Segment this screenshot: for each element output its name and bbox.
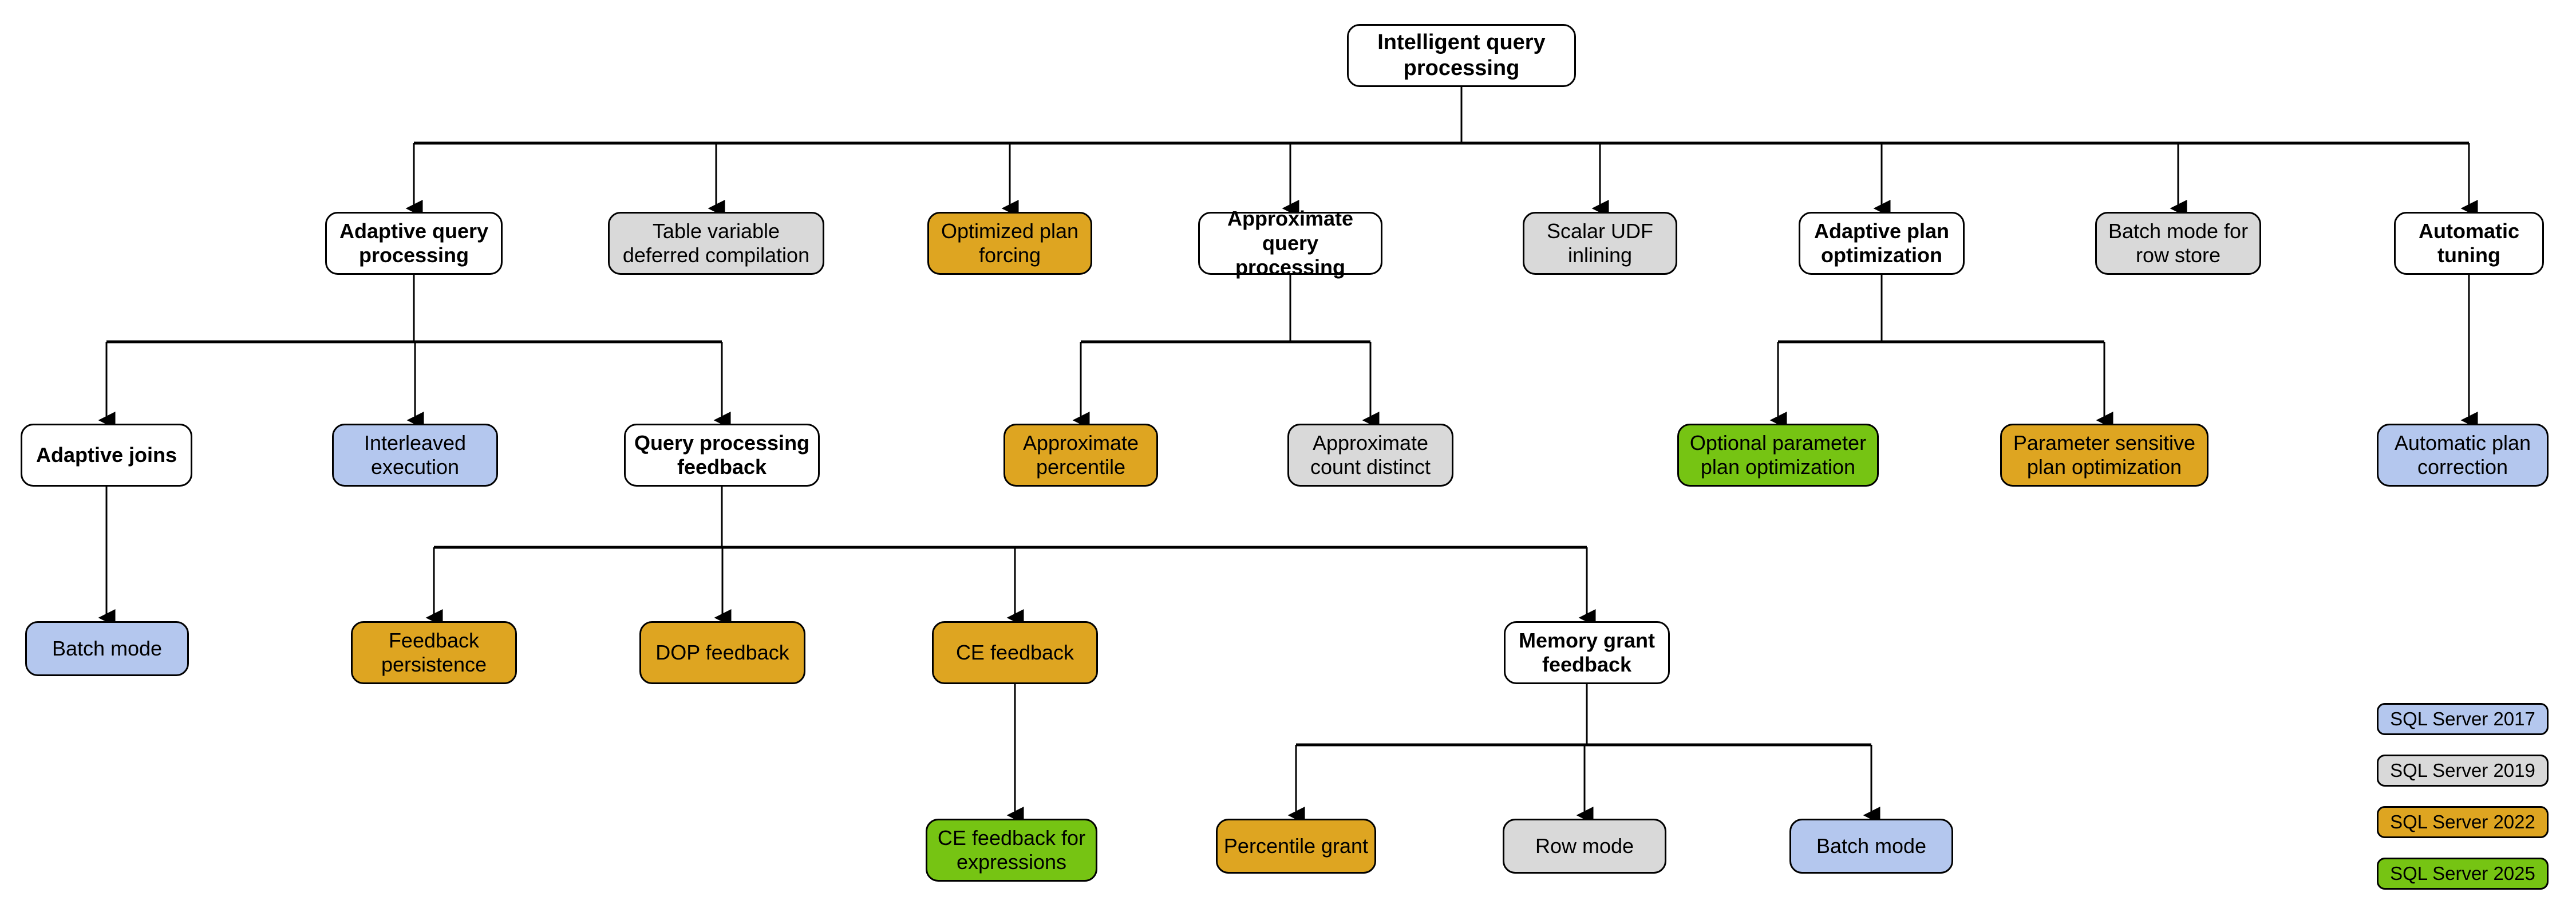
node-automatic-tuning[interactable]: Automatic tuning — [2394, 212, 2544, 275]
node-label: Row mode — [1535, 834, 1634, 858]
node-label: Parameter sensitive plan optimization — [2013, 431, 2196, 479]
node-dop-feedback[interactable]: DOP feedback — [639, 621, 805, 684]
node-label: Batch mode — [52, 636, 163, 660]
node-label: Percentile grant — [1223, 834, 1369, 858]
node-root[interactable]: Intelligent query processing — [1347, 24, 1576, 87]
node-label: Batch mode — [1816, 834, 1927, 858]
node-interleaved-execution[interactable]: Interleaved execution — [332, 424, 498, 487]
node-label: Approximate percentile — [1022, 431, 1139, 479]
node-label: Optimized plan forcing — [941, 219, 1079, 267]
legend-label: SQL Server 2019 — [2390, 760, 2535, 781]
node-label: Adaptive plan optimization — [1814, 219, 1950, 267]
node-batch-mode-adaptive-joins[interactable]: Batch mode — [25, 621, 189, 676]
node-label: Optional parameter plan optimization — [1689, 431, 1867, 479]
legend-item-sql-server-2025: SQL Server 2025 — [2377, 858, 2549, 890]
node-approximate-count-distinct[interactable]: Approximate count distinct — [1287, 424, 1453, 487]
node-optional-parameter-plan-optimization[interactable]: Optional parameter plan optimization — [1677, 424, 1879, 487]
node-label: Scalar UDF inlining — [1546, 219, 1654, 267]
node-label: Memory grant feedback — [1518, 628, 1656, 676]
node-batch-mode[interactable]: Batch mode — [1789, 819, 1953, 874]
node-automatic-plan-correction[interactable]: Automatic plan correction — [2377, 424, 2549, 487]
node-adaptive-query-processing[interactable]: Adaptive query processing — [325, 212, 503, 275]
node-query-processing-feedback[interactable]: Query processing feedback — [624, 424, 820, 487]
node-label: DOP feedback — [655, 640, 789, 664]
node-label: Approximate query processing — [1227, 207, 1354, 279]
legend-label: SQL Server 2025 — [2390, 863, 2535, 884]
node-label: Intelligent query processing — [1377, 30, 1546, 80]
node-label: Feedback persistence — [381, 628, 487, 676]
node-label: Adaptive joins — [35, 443, 177, 467]
node-label: Batch mode for row store — [2108, 219, 2249, 267]
node-label: Table variable deferred compilation — [622, 219, 810, 267]
node-label: CE feedback for expressions — [937, 826, 1086, 874]
node-label: Automatic tuning — [2418, 219, 2519, 267]
node-ce-feedback[interactable]: CE feedback — [932, 621, 1098, 684]
legend-label: SQL Server 2017 — [2390, 708, 2535, 729]
node-label: Interleaved execution — [364, 431, 467, 479]
node-label: Adaptive query processing — [339, 219, 489, 267]
node-percentile-grant[interactable]: Percentile grant — [1216, 819, 1376, 874]
node-scalar-udf-inlining[interactable]: Scalar UDF inlining — [1523, 212, 1677, 275]
node-parameter-sensitive-plan-optimization[interactable]: Parameter sensitive plan optimization — [2000, 424, 2208, 487]
node-approximate-query-processing[interactable]: Approximate query processing — [1198, 207, 1382, 279]
node-memory-grant-feedback[interactable]: Memory grant feedback — [1504, 621, 1670, 684]
legend-label: SQL Server 2022 — [2390, 811, 2535, 832]
node-adaptive-joins[interactable]: Adaptive joins — [21, 424, 192, 487]
node-table-variable-deferred-compilation[interactable]: Table variable deferred compilation — [608, 212, 824, 275]
node-ce-feedback-for-expressions[interactable]: CE feedback for expressions — [926, 819, 1097, 882]
node-batch-mode-for-row-store[interactable]: Batch mode for row store — [2095, 212, 2261, 275]
node-optimized-plan-forcing[interactable]: Optimized plan forcing — [927, 212, 1092, 275]
node-adaptive-plan-optimization[interactable]: Adaptive plan optimization — [1799, 212, 1965, 275]
node-label: Approximate count distinct — [1310, 431, 1431, 479]
node-row-mode[interactable]: Row mode — [1503, 819, 1666, 874]
node-feedback-persistence[interactable]: Feedback persistence — [351, 621, 517, 684]
node-label: Automatic plan correction — [2394, 431, 2531, 479]
node-label: CE feedback — [955, 640, 1074, 664]
node-approximate-percentile[interactable]: Approximate percentile — [1003, 424, 1158, 487]
node-label: Query processing feedback — [634, 431, 810, 479]
legend-item-sql-server-2017: SQL Server 2017 — [2377, 703, 2549, 735]
legend-item-sql-server-2022: SQL Server 2022 — [2377, 806, 2549, 838]
legend-item-sql-server-2019: SQL Server 2019 — [2377, 755, 2549, 787]
